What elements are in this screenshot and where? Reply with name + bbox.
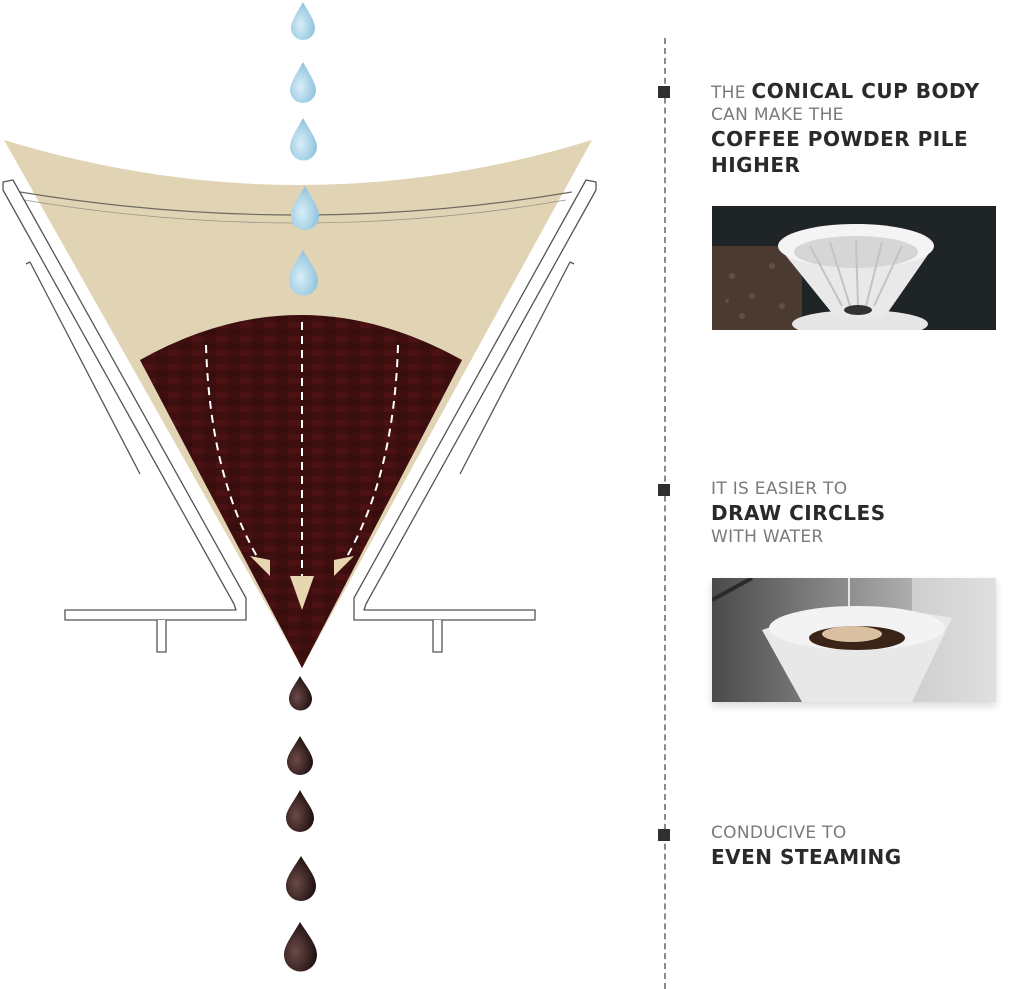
feature-draw-circles: IT IS EASIER TO DRAW CIRCLES WITH WATER bbox=[711, 478, 1021, 548]
water-drop-icon bbox=[290, 62, 316, 103]
feature-text-bold: EVEN STEAMING bbox=[711, 845, 902, 870]
feature-conical-cup: THE CONICAL CUP BODY CAN MAKE THE COFFEE… bbox=[711, 78, 1021, 178]
feature-even-steaming: CONDUCIVE TO EVEN STEAMING bbox=[711, 822, 1021, 870]
timeline-marker bbox=[658, 484, 670, 496]
feature-text-light: THE bbox=[711, 83, 752, 103]
water-drops bbox=[289, 2, 319, 296]
arrow-heads bbox=[250, 556, 354, 610]
timeline-dashed-line bbox=[664, 38, 666, 989]
flow-arrows bbox=[205, 322, 399, 582]
feature-text-light: CAN MAKE THE bbox=[711, 105, 844, 126]
water-drop-icon bbox=[290, 118, 317, 161]
timeline-marker bbox=[658, 829, 670, 841]
coffee-drop-icon bbox=[287, 736, 313, 775]
dripper-stand bbox=[2, 179, 597, 653]
coffee-drop-icon bbox=[284, 922, 317, 972]
water-drop-icon bbox=[291, 2, 315, 40]
pouring-water-photo bbox=[712, 578, 996, 702]
water-drop-icon bbox=[291, 186, 319, 230]
feature-text-bold: CONICAL CUP BODY bbox=[751, 79, 980, 103]
coffee-drop-icon bbox=[289, 676, 312, 711]
dripper-diagram bbox=[2, 2, 597, 972]
feature-line: THE CONICAL CUP BODY bbox=[711, 78, 1021, 104]
coffee-drops bbox=[284, 676, 317, 972]
coffee-drop-icon bbox=[286, 790, 314, 832]
timeline-marker bbox=[658, 86, 670, 98]
feature-text-light: IT IS EASIER TO bbox=[711, 479, 848, 499]
feature-text-light: WITH WATER bbox=[711, 527, 824, 548]
feature-text-bold: HIGHER bbox=[711, 153, 801, 178]
feature-text-bold: COFFEE POWDER PILE bbox=[711, 127, 969, 152]
feature-text-bold: DRAW CIRCLES bbox=[711, 501, 886, 526]
dripper-with-coffee-grounds-photo bbox=[712, 206, 996, 330]
coffee-drop-icon bbox=[286, 856, 316, 901]
water-drop-icon bbox=[289, 250, 318, 296]
feature-text-light: CONDUCIVE TO bbox=[711, 823, 847, 843]
